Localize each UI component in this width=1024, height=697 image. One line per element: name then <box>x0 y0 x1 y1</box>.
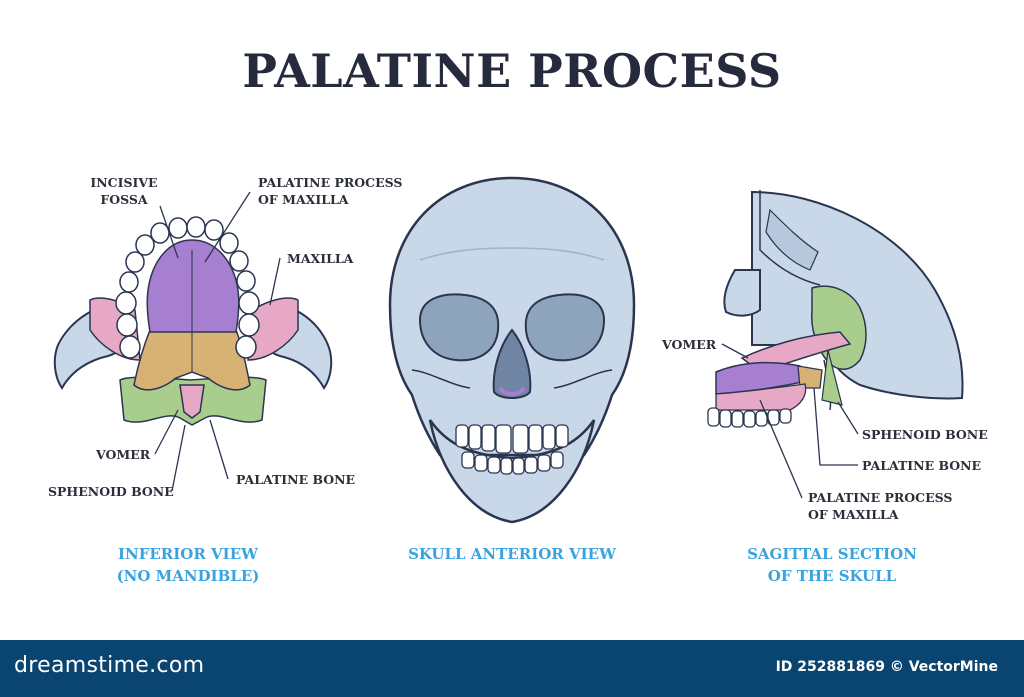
label-sphenoid-bone-inferior: SPHENOID BONE <box>48 484 174 499</box>
label-palatine-process-sagittal-line1: PALATINE PROCESS <box>808 490 953 505</box>
sagittal-nose <box>723 269 761 317</box>
label-incisive-fossa: INCISIVE FOSSA <box>79 174 169 208</box>
sagittal-palatine-bone <box>797 365 823 389</box>
palatine-process-region <box>146 239 240 333</box>
right-orbit <box>524 293 606 362</box>
label-incisive-fossa-line1: INCISIVE <box>90 175 158 190</box>
label-palatine-process-inferior-line1: PALATINE PROCESS <box>258 175 403 190</box>
vomer-region <box>179 384 205 419</box>
caption-sagittal-line1: SAGITTAL SECTION <box>747 545 917 563</box>
illustration <box>53 176 964 524</box>
sagittal-sinus <box>765 208 819 271</box>
teeth-sagittal <box>707 407 792 428</box>
brand-logo-text[interactable]: dreamstime.com <box>14 653 205 678</box>
label-palatine-process-sagittal-line2: OF MAXILLA <box>808 507 899 522</box>
label-palatine-process-inferior-line2: OF MAXILLA <box>258 192 349 207</box>
label-palatine-process-sagittal: PALATINE PROCESS OF MAXILLA <box>808 489 952 523</box>
label-vomer-sagittal: VOMER <box>662 337 717 352</box>
caption-inferior-line2: (NO MANDIBLE) <box>116 567 260 585</box>
inferior-view-illustration <box>53 191 333 492</box>
cranium <box>388 176 636 457</box>
label-palatine-process-inferior: PALATINE PROCESS OF MAXILLA <box>258 174 402 208</box>
caption-sagittal-line2: OF THE SKULL <box>767 567 897 585</box>
image-id-credit: ID 252881869 © VectorMine <box>775 659 998 675</box>
skull-anterior-illustration <box>388 176 636 524</box>
page-title: PALATINE PROCESS <box>242 44 782 98</box>
caption-anterior-view: SKULL ANTERIOR VIEW <box>408 545 616 563</box>
label-maxilla: MAXILLA <box>287 251 354 266</box>
caption-inferior-view: INFERIOR VIEW (NO MANDIBLE) <box>88 543 288 587</box>
sagittal-maxilla <box>715 383 807 411</box>
label-vomer-inferior: VOMER <box>96 447 151 462</box>
sagittal-section-illustration <box>707 190 964 499</box>
caption-inferior-line1: INFERIOR VIEW <box>118 545 258 563</box>
teeth-inferior <box>115 216 260 359</box>
caption-sagittal-section: SAGITTAL SECTION OF THE SKULL <box>722 543 942 587</box>
teeth-anterior <box>455 424 569 475</box>
label-palatine-bone-inferior: PALATINE BONE <box>236 472 356 487</box>
label-palatine-bone-sagittal: PALATINE BONE <box>862 458 982 473</box>
label-incisive-fossa-line2: FOSSA <box>100 192 148 207</box>
nasal-cavity <box>492 328 532 399</box>
left-orbit <box>418 293 500 362</box>
maxilla-region-right <box>247 297 299 361</box>
footer-bar: dreamstime.com ID 252881869 © VectorMine <box>0 640 1024 697</box>
label-sphenoid-bone-sagittal: SPHENOID BONE <box>862 427 988 442</box>
